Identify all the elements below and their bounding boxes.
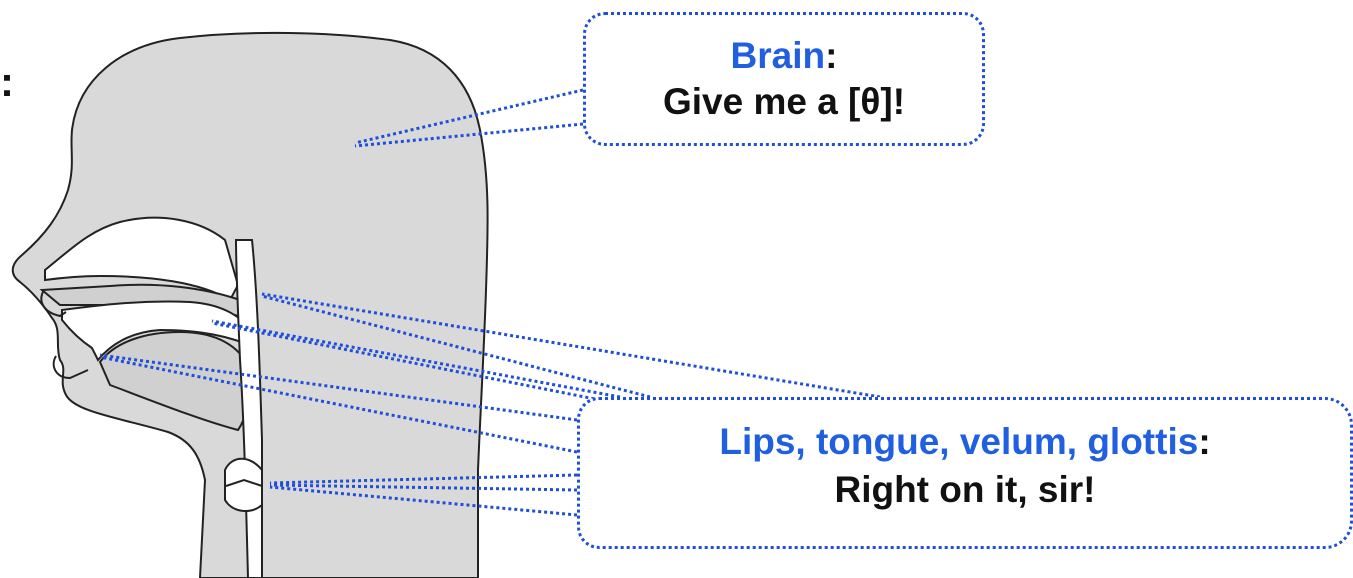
articulators-speaker-colon: : <box>1198 421 1210 462</box>
brain-speaker-colon: : <box>825 35 837 76</box>
brain-speech-bubble: Brain: Give me a [θ]! <box>583 12 985 146</box>
articulators-speech-bubble: Lips, tongue, velum, glottis: Right on i… <box>577 397 1353 549</box>
brain-utterance: Give me a [θ]! <box>586 79 982 125</box>
articulators-utterance: Right on it, sir! <box>580 466 1350 514</box>
articulators-speaker-label: Lips, tongue, velum, glottis <box>719 421 1198 462</box>
edge-colon-text: : <box>0 58 14 106</box>
brain-speaker-label: Brain <box>731 35 826 76</box>
